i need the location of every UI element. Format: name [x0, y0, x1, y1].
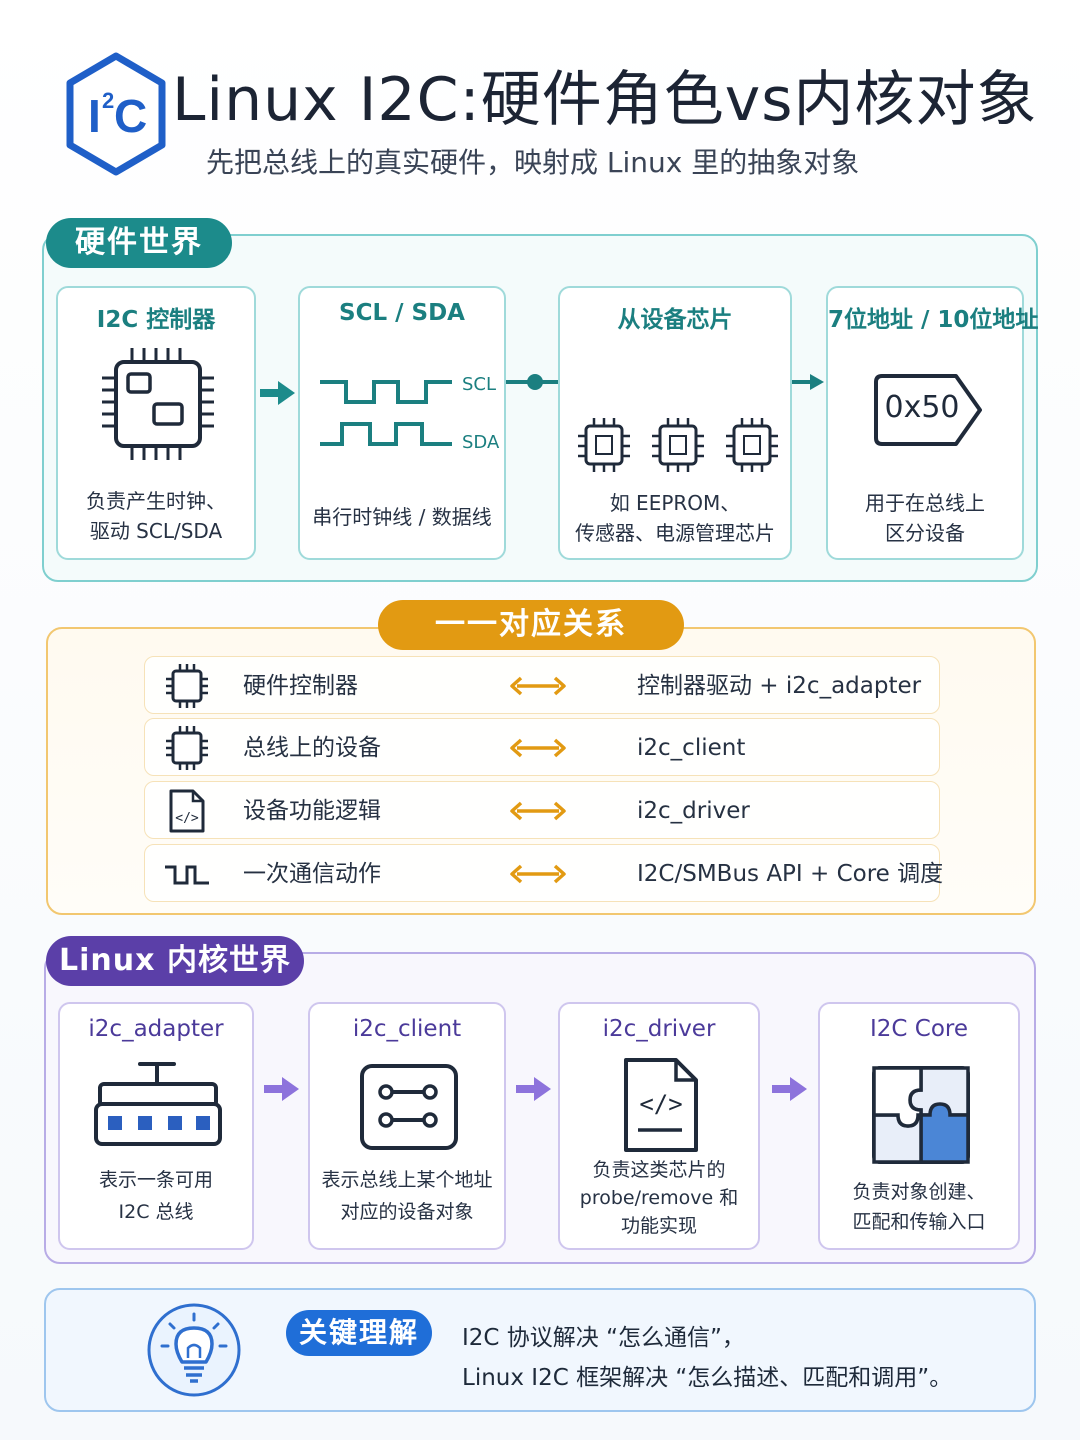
sda-label: SDA [462, 432, 500, 453]
mapping-right: i2c_driver [637, 798, 750, 824]
mapping-row: 总线上的设备 i2c_client [144, 718, 940, 776]
address-title: 7位地址 / 10位地址 [828, 307, 1039, 333]
svg-text:C: C [114, 90, 147, 142]
kernel-section-label: Linux 内核世界 [46, 936, 304, 986]
driver-desc-1: 负责这类芯片的 [592, 1159, 726, 1181]
chip-icon [166, 664, 208, 708]
driver-title: i2c_driver [602, 1016, 716, 1042]
svg-text:I: I [88, 90, 101, 142]
address-tag-icon [874, 374, 982, 446]
svg-text:</>: </> [175, 811, 199, 826]
key-understanding-label: 关键理解 [286, 1310, 432, 1356]
code-file-icon: </> [169, 789, 205, 833]
mapping-left: 硬件控制器 [243, 673, 358, 699]
arrow-right-icon [264, 1077, 299, 1101]
address-desc-1: 用于在总线上 [865, 491, 985, 515]
key-line-2: Linux I2C 框架解决 “怎么描述、匹配和调用”。 [462, 1365, 953, 1391]
adapter-icon [94, 1062, 222, 1146]
key-line-1: I2C 协议解决 “怎么通信”， [462, 1325, 745, 1351]
double-arrow-icon [510, 864, 566, 884]
controller-chip-icon [102, 348, 214, 460]
slave-device-title: 从设备芯片 [617, 307, 733, 333]
hardware-section-label: 硬件世界 [46, 218, 232, 268]
controller-desc-2: 驱动 SCL/SDA [89, 519, 223, 543]
core-desc-1: 负责对象创建、 [852, 1181, 986, 1203]
bus-lines-title: SCL / SDA [339, 300, 465, 326]
mapping-left: 一次通信动作 [243, 861, 381, 887]
driver-desc-3: 功能实现 [620, 1215, 697, 1237]
mapping-section-label: 一一对应关系 [378, 600, 684, 650]
svg-text:2: 2 [102, 88, 114, 113]
arrow-right-icon [260, 381, 295, 405]
mapping-left: 总线上的设备 [243, 735, 381, 761]
mapping-left: 设备功能逻辑 [243, 798, 381, 824]
address-desc-2: 区分设备 [885, 521, 965, 545]
lightbulb-icon [147, 1303, 241, 1397]
slave-chips-icon [578, 418, 778, 472]
mapping-right: I2C/SMBus API + Core 调度 [637, 861, 944, 887]
svg-text:</>: </> [639, 1090, 682, 1118]
double-arrow-icon [510, 676, 566, 696]
client-device-icon [360, 1064, 458, 1150]
address-value: 0x50 [884, 390, 960, 425]
controller-title: I2C 控制器 [96, 307, 216, 333]
controller-desc-1: 负责产生时钟、 [86, 489, 226, 513]
chip-icon [166, 726, 208, 770]
double-arrow-icon [510, 801, 566, 821]
arrow-right-icon [516, 1077, 551, 1101]
adapter-title: i2c_adapter [88, 1016, 224, 1042]
address-card: 7位地址 / 10位地址 0x50 用于在总线上 区分设备 [826, 286, 1039, 560]
core-desc-2: 匹配和传输入口 [852, 1211, 986, 1233]
core-title: I2C Core [869, 1016, 969, 1042]
slave-device-card: 从设备芯片 [558, 286, 792, 560]
client-desc-2: 对应的设备对象 [340, 1201, 474, 1223]
bus-lines-desc: 串行时钟线 / 数据线 [312, 505, 492, 529]
mapping-right: 控制器驱动 + i2c_adapter [637, 673, 922, 699]
client-card: i2c_client 表示总线上某个地址 对应的设备对象 [308, 1002, 506, 1250]
mapping-row: 一次通信动作 I2C/SMBus API + Core 调度 [144, 844, 944, 902]
slave-device-desc-1: 如 EEPROM、 [609, 491, 741, 515]
double-arrow-icon [510, 738, 566, 758]
mapping-row: 硬件控制器 控制器驱动 + i2c_adapter [144, 656, 940, 714]
page-title: Linux I2C:硬件角色vs内核对象 [172, 65, 1038, 135]
page-subtitle: 先把总线上的真实硬件，映射成 Linux 里的抽象对象 [206, 146, 860, 179]
driver-desc-2: probe/remove 和 [579, 1187, 739, 1209]
driver-card: i2c_driver </> 负责这类芯片的 probe/remove 和 功能… [558, 1002, 760, 1250]
mapping-row: </> 设备功能逻辑 i2c_driver [144, 781, 940, 839]
adapter-card: i2c_adapter 表示一条可用 I2C 总线 [58, 1002, 254, 1250]
mapping-right: i2c_client [637, 735, 746, 761]
core-card: I2C Core 负责对象创建、 匹配和传输入口 [818, 1002, 1020, 1250]
slave-device-desc-2: 传感器、电源管理芯片 [575, 521, 775, 545]
adapter-desc-1: 表示一条可用 [98, 1169, 213, 1191]
i2c-logo-icon: I 2 C [66, 52, 166, 176]
client-title: i2c_client [352, 1016, 462, 1042]
code-document-icon: </> [624, 1058, 698, 1152]
client-desc-1: 表示总线上某个地址 [321, 1169, 493, 1191]
controller-card: I2C 控制器 负责产生时钟、 驱动 SCL/SDA [56, 286, 256, 560]
scl-label: SCL [462, 374, 497, 395]
waveform-icon [165, 865, 209, 885]
scl-sda-waveform-icon [320, 380, 452, 446]
bus-lines-card: SCL / SDA SCL SDA 串行时钟线 / 数据线 [298, 286, 506, 560]
arrow-right-icon [772, 1077, 807, 1101]
puzzle-icon [872, 1066, 970, 1164]
adapter-desc-2: I2C 总线 [118, 1201, 194, 1223]
